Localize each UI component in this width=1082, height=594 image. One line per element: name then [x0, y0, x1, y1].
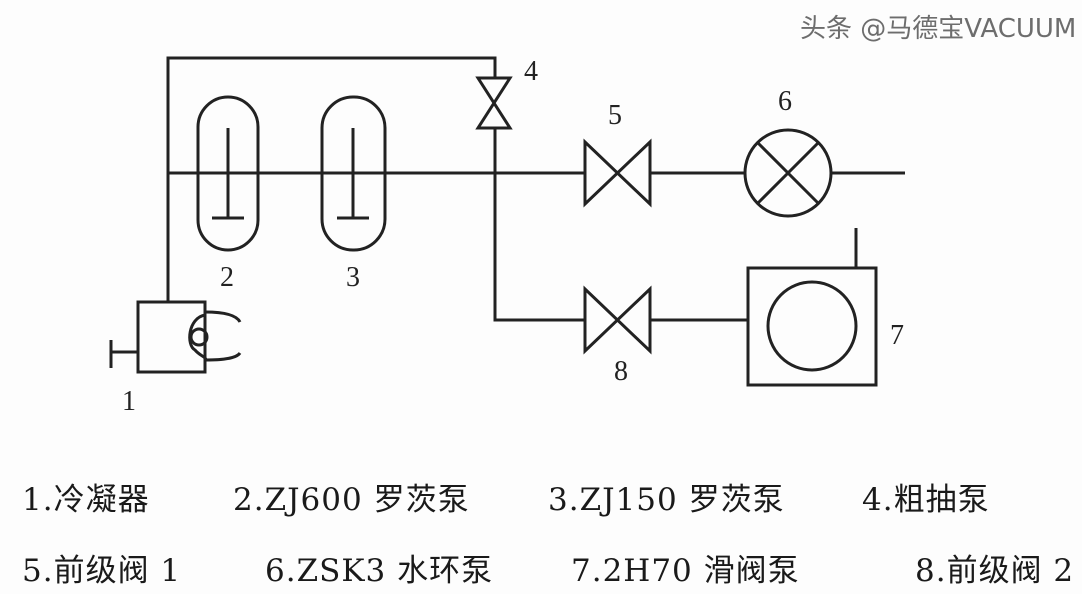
roots-pump-2 [196, 95, 260, 252]
condenser-1 [109, 300, 242, 374]
water-ring-pump-6 [743, 128, 833, 218]
bypass-pipe [166, 56, 497, 302]
label-1: 1 [122, 386, 136, 417]
watermark: 头条 @马德宝VACUUM [800, 14, 1077, 44]
legend-item: 6.ZSK3 水环泵 [265, 553, 494, 589]
label-2: 2 [220, 262, 234, 293]
label-3: 3 [346, 262, 360, 293]
legend-item: 4.粗抽泵 [862, 482, 990, 518]
roots-pump-3 [320, 95, 387, 252]
legend-item: 7.2H70 滑阀泵 [571, 553, 800, 589]
label-4: 4 [524, 56, 538, 87]
label-6: 6 [778, 86, 792, 117]
label-7: 7 [890, 320, 904, 351]
branch-pipe [493, 128, 748, 322]
legend-item: 1.冷凝器 [22, 482, 150, 518]
rotary-pump-7 [746, 228, 878, 387]
legend-item: 5.前级阀 1 [22, 553, 182, 589]
legend-item: 2.ZJ600 罗茨泵 [233, 482, 470, 518]
legend-item: 3.ZJ150 罗茨泵 [548, 482, 785, 518]
label-5: 5 [608, 100, 622, 131]
legend-item: 8.前级阀 2 [915, 553, 1075, 589]
valve-4-icon [475, 76, 513, 130]
valve-5-icon [583, 138, 652, 208]
valve-8-icon [583, 285, 652, 355]
label-8: 8 [614, 356, 628, 387]
